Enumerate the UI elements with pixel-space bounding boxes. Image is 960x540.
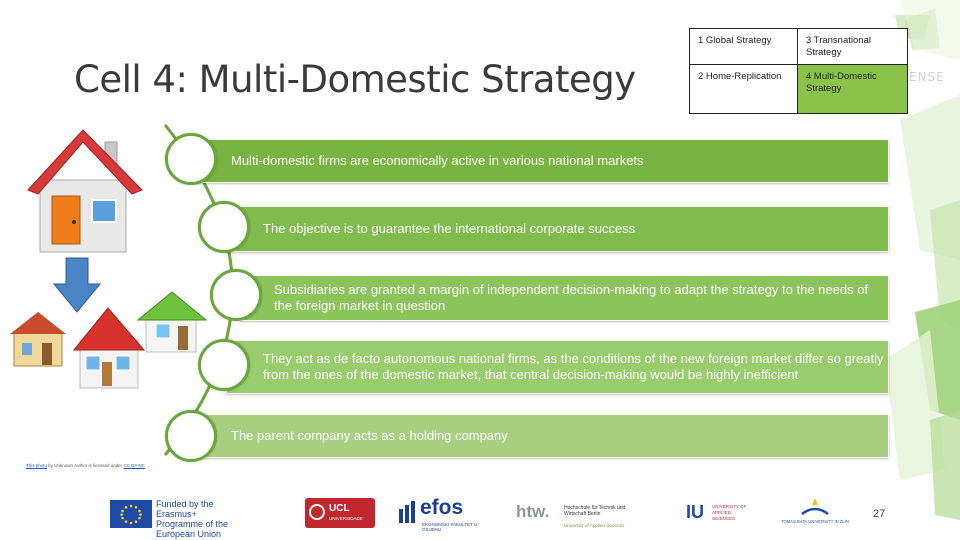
bullet-circle — [198, 339, 250, 391]
htw-logo: htw. Hochschule für Technik und Wirtscha… — [516, 502, 631, 530]
credit-link-photo[interactable]: This photo — [26, 463, 48, 468]
efos-subtext: EKONOMSKI FAKULTET U OSIJEKU — [422, 522, 478, 532]
image-credit: This photo by Unknown Author is licensed… — [26, 463, 146, 469]
list-item-text: Subsidiaries are granted a margin of ind… — [274, 282, 869, 313]
list-item-text: They act as de facto autonomous national… — [263, 351, 884, 382]
strategy-cell-transnational: 3 Transnational Strategy — [798, 29, 907, 65]
strategy-cell-multi-domestic: 4 Multi-Domestic Strategy — [798, 65, 907, 113]
tbu-logo: TOMAS BATA UNIVERSITY IN ZLÍN — [772, 496, 858, 528]
tbu-text: TOMAS BATA UNIVERSITY IN ZLÍN — [781, 519, 849, 524]
efos-logo: efos EKONOMSKI FAKULTET U OSIJEKU — [398, 496, 478, 532]
list-item-text: The objective is to guarantee the intern… — [263, 221, 636, 236]
list-item: Multi-domestic firms are economically ac… — [192, 139, 889, 183]
credit-link-license[interactable]: CC BY-NC — [123, 463, 145, 468]
htw-mark: htw. — [516, 502, 550, 521]
eu-flag-icon — [110, 500, 152, 528]
page-number: 27 — [873, 508, 886, 520]
list-item-text: The parent company acts as a holding com… — [231, 428, 508, 443]
list-item-text: Multi-domestic firms are economically ac… — [231, 153, 644, 168]
house-icon — [72, 307, 146, 389]
list-item: The parent company acts as a holding com… — [192, 414, 889, 458]
iu-subtext: UNIVERSITY OF APPLIED SCIENCES — [712, 504, 747, 521]
ucl-ring-icon — [309, 504, 325, 520]
house-icon — [27, 129, 143, 253]
efos-bars-icon — [399, 501, 415, 523]
bullet-circle — [210, 269, 262, 321]
partner-watermark: ENSE — [909, 70, 945, 84]
list-item: They act as de facto autonomous national… — [226, 340, 889, 394]
strategy-matrix: 1 Global Strategy 3 Transnational Strate… — [689, 28, 908, 114]
bullet-circle — [165, 410, 217, 462]
list-item: Subsidiaries are granted a margin of ind… — [240, 275, 889, 321]
erasmus-logo: Funded by the Erasmus+ Programme of the … — [110, 498, 232, 539]
page-title: Cell 4: Multi-Domestic Strategy — [74, 58, 636, 101]
bullet-circle — [165, 133, 217, 185]
iu-logo: IU UNIVERSITY OF APPLIED SCIENCES — [686, 502, 750, 528]
tbu-emblem-icon — [801, 498, 829, 516]
house-icon — [136, 291, 208, 353]
htw-name: Hochschule für Technik und Wirtschaft Be… — [564, 505, 626, 517]
ucl-subtext: UNIVERSIDADE — [329, 516, 363, 521]
house-icon — [10, 312, 66, 367]
ucl-text: UCL — [329, 503, 350, 514]
strategy-cell-global: 1 Global Strategy — [690, 29, 798, 65]
htw-subtext: University of Applied Sciences — [564, 523, 625, 528]
strategy-cell-home-replication: 2 Home-Replication — [690, 65, 798, 113]
credit-text: by Unknown Author is licensed under — [47, 463, 124, 468]
efos-text: efos — [420, 496, 464, 519]
erasmus-text: Funded by the Erasmus+ Programme of the … — [156, 499, 229, 539]
bullet-circle — [198, 201, 250, 253]
arrow-down-icon — [52, 257, 102, 313]
iu-mark: IU — [686, 502, 704, 522]
ucl-logo: UCL UNIVERSIDADE — [305, 498, 375, 528]
